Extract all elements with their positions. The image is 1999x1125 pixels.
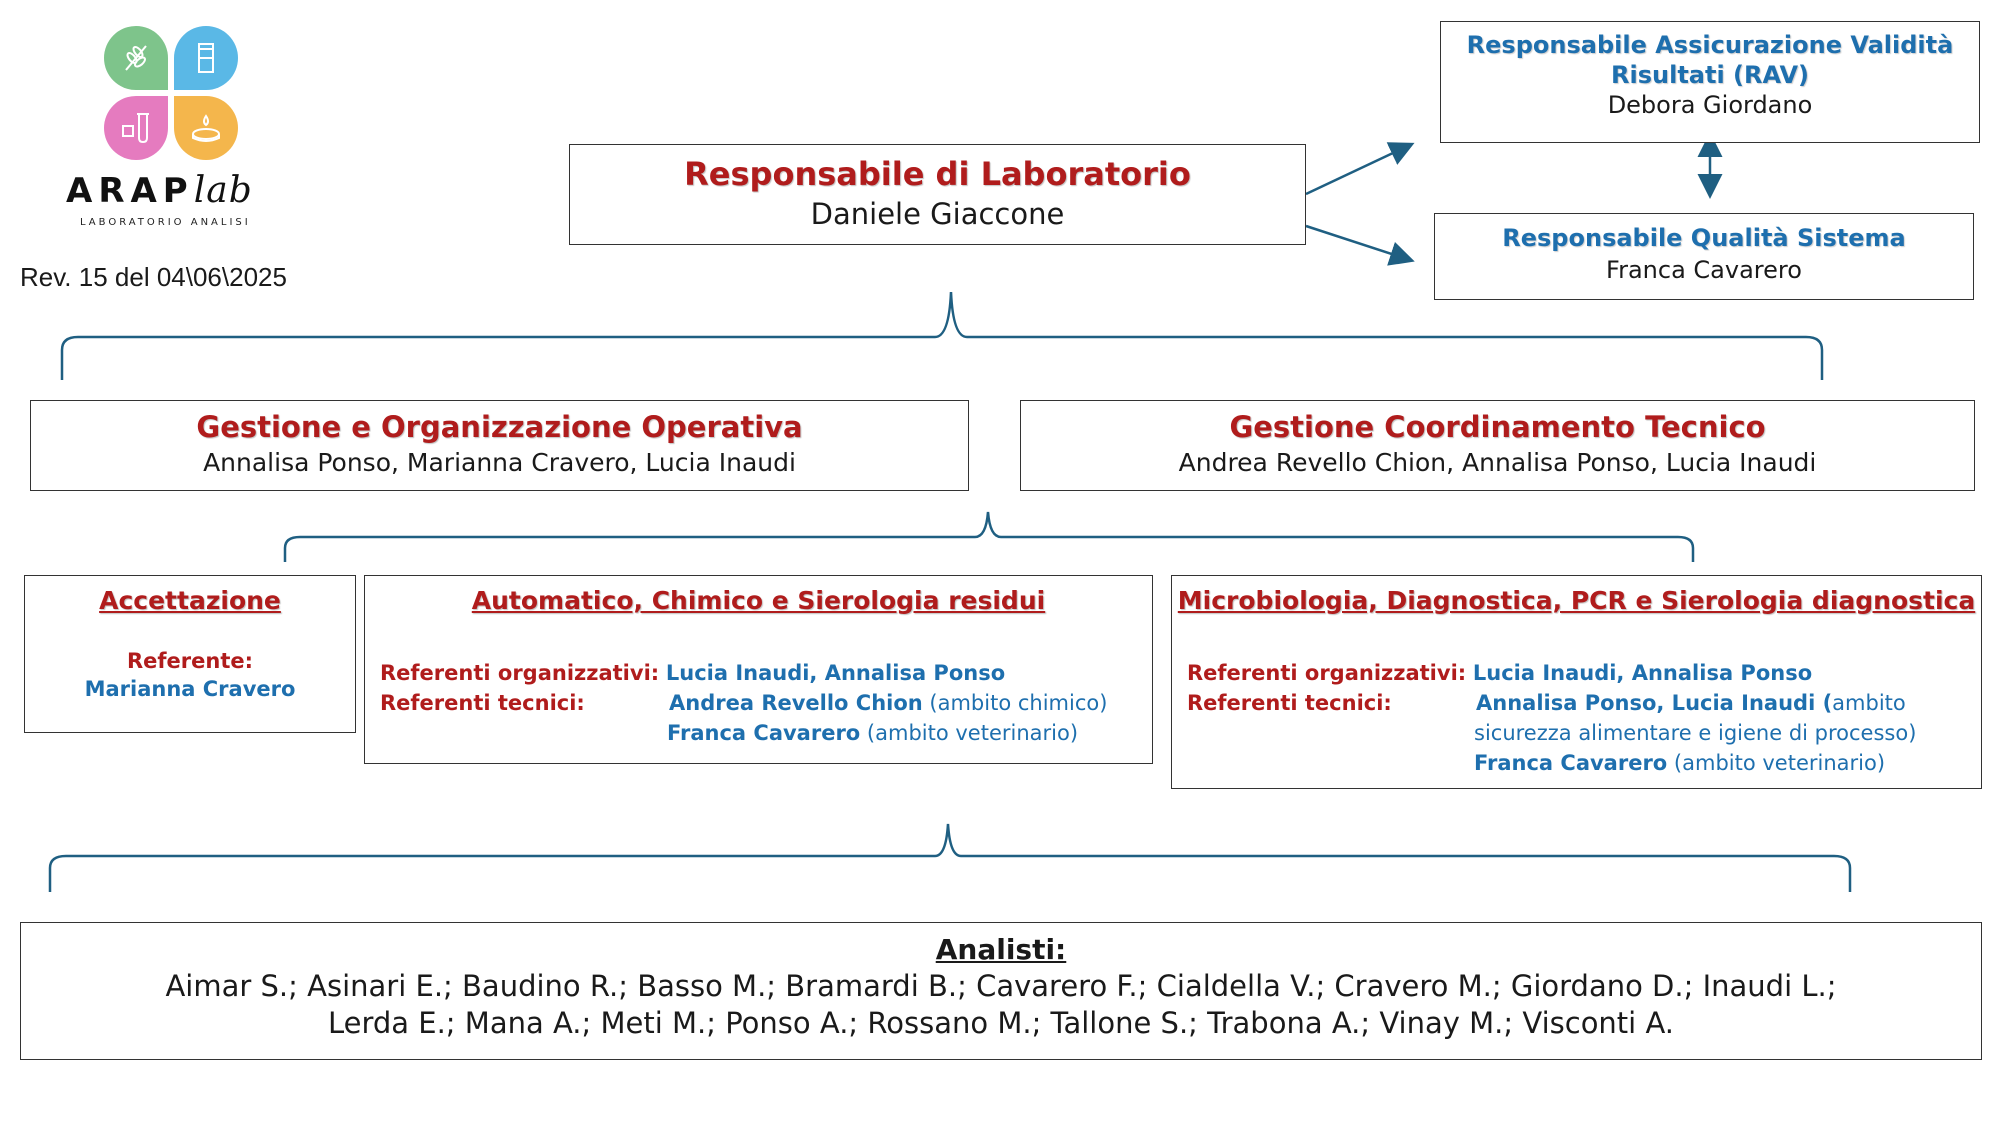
acceptance-box: Accettazione Referente: Marianna Cravero	[24, 575, 356, 733]
quality-title: Responsabile Qualità Sistema	[1502, 224, 1906, 252]
chem-org-label: Referenti organizzativi:	[380, 661, 660, 685]
revision-label: Rev. 15 del 04\06\2025	[20, 262, 287, 292]
micro-org-row: Referenti organizzativi: Lucia Inaudi, A…	[1187, 661, 1812, 685]
micro-tech-row-1: Annalisa Ponso, Lucia Inaudi (ambito	[1476, 691, 1906, 715]
logo-subtitle: LABORATORIO ANALISI	[80, 217, 251, 228]
tech-title: Gestione Coordinamento Tecnico	[1229, 410, 1766, 444]
acceptance-title: Accettazione	[99, 586, 281, 615]
rav-title-line2: Risultati (RAV)	[1611, 61, 1809, 89]
chem-tech-label: Referenti tecnici:	[380, 691, 585, 715]
ops-names: Annalisa Ponso, Marianna Cravero, Lucia …	[203, 448, 796, 477]
analysts-line-1: Aimar S.; Asinari E.; Baudino R.; Basso …	[165, 969, 1837, 1003]
milk-bottle-icon	[174, 26, 238, 90]
chem-tech-row-1: Andrea Revello Chion (ambito chimico)	[669, 691, 1107, 715]
brace-top	[60, 291, 1824, 380]
chem-tech1-scope: (ambito chimico)	[922, 691, 1108, 715]
lab-head-title: Responsabile di Laboratorio	[684, 155, 1191, 193]
ops-title: Gestione e Organizzazione Operativa	[196, 410, 803, 444]
analysts-title: Analisti:	[935, 933, 1067, 966]
wheat-icon	[104, 26, 168, 90]
logo-wordmark: ARAPlab	[66, 170, 253, 211]
lab-head-box: Responsabile di Laboratorio Daniele Giac…	[569, 144, 1306, 245]
quality-name: Franca Cavarero	[1606, 256, 1802, 284]
brace-bottom	[48, 823, 1852, 892]
arrow-to-rav	[1305, 142, 1415, 196]
chem-tech1-name: Andrea Revello Chion	[669, 691, 923, 715]
rav-name: Debora Giordano	[1607, 91, 1813, 119]
chem-box: Automatico, Chimico e Sierologia residui…	[364, 575, 1153, 764]
arrow-to-quality	[1305, 224, 1415, 266]
micro-org-label: Referenti organizzativi:	[1187, 661, 1467, 685]
micro-tech2-scope: (ambito veterinario)	[1667, 751, 1886, 775]
rav-title-line1: Responsabile Assicurazione Validità	[1466, 31, 1954, 59]
chem-tech-row-2: Franca Cavarero (ambito veterinario)	[667, 721, 1078, 745]
chem-org-names: Lucia Inaudi, Annalisa Ponso	[665, 661, 1006, 685]
quality-box: Responsabile Qualità Sistema Franca Cava…	[1434, 213, 1974, 300]
micro-org-names: Lucia Inaudi, Annalisa Ponso	[1472, 661, 1813, 685]
chem-org-row: Referenti organizzativi: Lucia Inaudi, A…	[380, 661, 1005, 685]
petri-dish-icon	[174, 96, 238, 160]
rav-box: Responsabile Assicurazione Validità Risu…	[1440, 21, 1980, 143]
tech-names: Andrea Revello Chion, Annalisa Ponso, Lu…	[1178, 448, 1817, 477]
micro-title: Microbiologia, Diagnostica, PCR e Sierol…	[1177, 586, 1976, 615]
acceptance-ref-name: Marianna Cravero	[84, 677, 296, 701]
micro-tech-label: Referenti tecnici:	[1187, 691, 1392, 715]
micro-tech1-name: Annalisa Ponso, Lucia Inaudi (	[1476, 691, 1833, 715]
lab-head-name: Daniele Giaccone	[810, 197, 1065, 231]
brace-middle	[283, 511, 1695, 562]
acceptance-ref-label: Referente:	[126, 649, 254, 673]
analysts-box: Analisti: Aimar S.; Asinari E.; Baudino …	[20, 922, 1982, 1060]
micro-tech-row-2: Franca Cavarero (ambito veterinario)	[1474, 751, 1885, 775]
arap-lab-logo: ARAPlab LABORATORIO ANALISI	[60, 22, 290, 237]
analysts-line-2: Lerda E.; Mana A.; Meti M.; Ponso A.; Ro…	[327, 1006, 1675, 1040]
micro-tech1-scope-b: sicurezza alimentare e igiene di process…	[1474, 721, 1917, 745]
ops-box: Gestione e Organizzazione Operativa Anna…	[30, 400, 969, 491]
tech-box: Gestione Coordinamento Tecnico Andrea Re…	[1020, 400, 1975, 491]
chem-title: Automatico, Chimico e Sierologia residui	[471, 586, 1046, 615]
chem-tech2-name: Franca Cavarero	[667, 721, 861, 745]
chem-tech2-scope: (ambito veterinario)	[860, 721, 1079, 745]
micro-box: Microbiologia, Diagnostica, PCR e Sierol…	[1171, 575, 1982, 789]
test-tube-icon	[104, 96, 168, 160]
micro-tech2-name: Franca Cavarero	[1474, 751, 1668, 775]
micro-tech1-scope-a: ambito	[1832, 691, 1906, 715]
